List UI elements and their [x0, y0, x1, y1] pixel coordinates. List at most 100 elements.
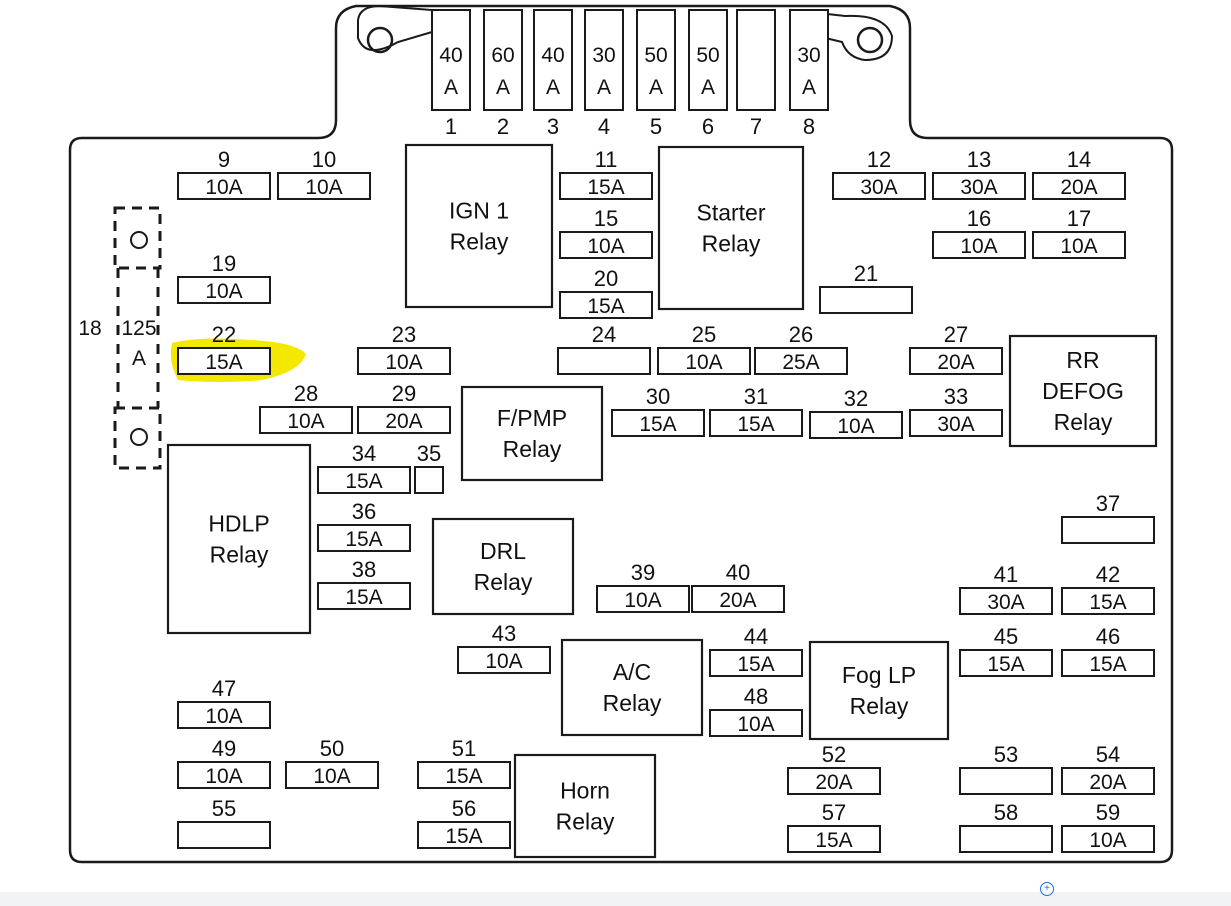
- maxi-fuse-unit: A: [496, 76, 510, 99]
- maxi-fuse-amp: 40: [541, 44, 564, 67]
- fuse-number: 58: [994, 800, 1018, 825]
- fuse-number: 51: [452, 736, 476, 761]
- relay-label: Horn: [560, 778, 610, 804]
- fuse-rating: 10A: [305, 176, 342, 199]
- relay-label: DRL: [480, 538, 526, 564]
- fuse-number: 52: [822, 742, 846, 767]
- fuse-rating: 15A: [587, 176, 624, 199]
- fuse-number: 19: [212, 251, 236, 276]
- fuse-rating: 15A: [445, 765, 482, 788]
- fuse-rating: 15A: [1089, 591, 1126, 614]
- fuse-number: 30: [646, 384, 670, 409]
- fuse-number: 11: [595, 147, 618, 172]
- maxi-fuse-7: 7: [736, 9, 776, 139]
- relay-label: Relay: [556, 809, 615, 835]
- fuse-number: 23: [392, 322, 416, 347]
- maxi-fuse-unit: A: [546, 76, 560, 99]
- fuse-number: 53: [994, 742, 1018, 767]
- fuse-53: 53: [959, 742, 1053, 795]
- fuse-rating: 10A: [685, 351, 722, 374]
- fuse-rating: 20A: [1089, 771, 1126, 794]
- fuse-rating: 10A: [624, 589, 661, 612]
- fuse-number: 57: [822, 800, 846, 825]
- fuse-number: 32: [844, 386, 868, 411]
- fuse-number: 15: [594, 206, 618, 231]
- relay-label: Relay: [1054, 409, 1113, 435]
- fuse-number: 38: [352, 557, 376, 582]
- maxi-fuse-unit: A: [701, 76, 715, 99]
- maxi-fuse-number: 4: [598, 114, 610, 139]
- fuse-rating: 15A: [815, 829, 852, 852]
- fuse-rating: 15A: [345, 528, 382, 551]
- fuse-number: 22: [212, 322, 236, 347]
- fuse-number: 25: [692, 322, 716, 347]
- relay-label: Starter: [696, 200, 765, 226]
- relay-label: Relay: [702, 231, 761, 257]
- maxi-fuse-4: 30A 4: [584, 9, 624, 139]
- fuse-number: 21: [854, 261, 878, 286]
- maxi-fuse-number: 8: [803, 114, 815, 139]
- fuse-rating: 20A: [1060, 176, 1097, 199]
- plus-circle-icon[interactable]: +: [1040, 882, 1054, 896]
- fuse-number: 40: [726, 560, 750, 585]
- fuse-rating: 10A: [1089, 829, 1126, 852]
- fuse-rating: 15A: [587, 295, 624, 318]
- fuse-rating: 10A: [1060, 235, 1097, 258]
- relay-label: Fog LP: [842, 662, 916, 688]
- fuse-number: 35: [417, 441, 441, 466]
- fuse-58: 58: [959, 800, 1053, 853]
- fuse-rating: 15A: [1089, 653, 1126, 676]
- circuit-breaker-rating: 125: [121, 317, 156, 340]
- circuit-breaker-unit: A: [132, 347, 146, 370]
- relay-label: Relay: [474, 569, 533, 595]
- fuse-rating: 10A: [385, 351, 422, 374]
- fuse-rating: 30A: [860, 176, 897, 199]
- fuse-number: 44: [744, 624, 768, 649]
- fuse-rating: 10A: [737, 713, 774, 736]
- relay-label: HDLP: [208, 511, 269, 537]
- fuse-rating: 10A: [205, 176, 242, 199]
- relay-drl: DRL Relay: [431, 517, 575, 616]
- maxi-fuse-number: 2: [497, 114, 509, 139]
- relay-label: Relay: [450, 229, 509, 255]
- maxi-fuse-unit: A: [597, 76, 611, 99]
- fuse-rating: 15A: [639, 413, 676, 436]
- fuse-rating: 10A: [287, 410, 324, 433]
- maxi-fuse-amp: 30: [592, 44, 615, 67]
- fuse-number: 50: [320, 736, 344, 761]
- maxi-fuse-number: 5: [650, 114, 662, 139]
- fuse-rating: 20A: [937, 351, 974, 374]
- fuse-rating: 15A: [987, 653, 1024, 676]
- maxi-fuse-amp: 60: [491, 44, 514, 67]
- fuse-rating: 20A: [815, 771, 852, 794]
- circuit-breaker-18: 18 125 A: [78, 206, 162, 470]
- fuse-rating: 10A: [587, 235, 624, 258]
- fuse-rating: 15A: [737, 413, 774, 436]
- fuse-37: 37: [1061, 491, 1155, 544]
